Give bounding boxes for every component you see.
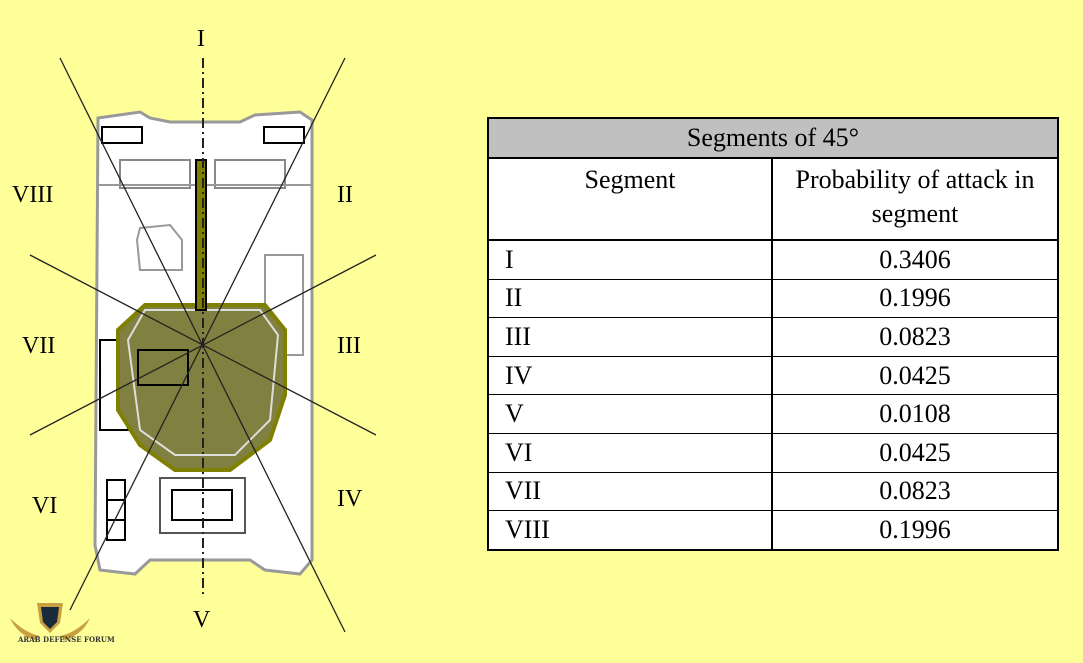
segment-cell: VI	[487, 432, 773, 473]
column-header-segment: Segment	[487, 157, 773, 241]
segment-label-i: I	[197, 26, 205, 52]
segment-cell: V	[487, 394, 773, 434]
segment-cell: VIII	[487, 510, 773, 551]
segment-label-v: V	[193, 607, 211, 633]
segment-cell: VII	[487, 471, 773, 512]
segment-lines	[29, 57, 377, 633]
segment-label-vii: VII	[22, 333, 56, 359]
segment-label-iii: III	[337, 333, 361, 359]
probability-cell: 0.0823	[771, 317, 1059, 357]
probability-cell: 0.1996	[771, 278, 1059, 319]
segment-label-ii: II	[337, 182, 353, 208]
probability-cell: 0.0108	[771, 394, 1059, 434]
probability-cell: 0.3406	[771, 239, 1059, 280]
probability-cell: 0.0425	[771, 432, 1059, 473]
column-header-probability: Probability of attack in segment	[771, 157, 1059, 241]
tank-segment-diagram	[29, 57, 377, 633]
segment-cell: II	[487, 278, 773, 319]
segment-cell: IV	[487, 355, 773, 396]
segment-label-vi: VI	[32, 493, 58, 519]
table-title: Segments of 45°	[487, 117, 1059, 159]
segment-cell: I	[487, 239, 773, 280]
logo-text: ARAB DEFENSE FORUM	[18, 635, 115, 644]
segment-label-viii: VIII	[12, 182, 54, 208]
segment-probability-table: Segments of 45° Segment Probability of a…	[487, 117, 1059, 551]
probability-header-text: Probability of attack in segment	[795, 165, 1035, 228]
probability-cell: 0.1996	[771, 510, 1059, 551]
segment-cell: III	[487, 317, 773, 357]
forum-logo	[10, 603, 90, 640]
probability-cell: 0.0823	[771, 471, 1059, 512]
probability-cell: 0.0425	[771, 355, 1059, 396]
segment-label-iv: IV	[337, 486, 363, 512]
